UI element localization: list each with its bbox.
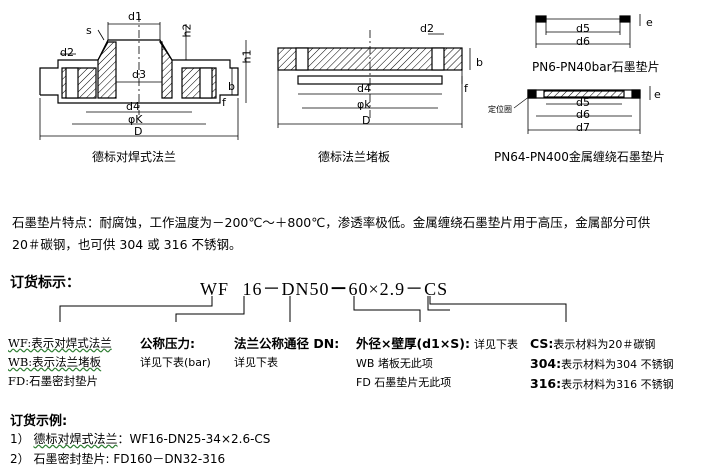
blind-label-d2: d2 xyxy=(420,22,434,35)
flange-label-s: s xyxy=(86,24,92,37)
legend-type-wb: WB:表示法兰堵板 xyxy=(8,355,102,369)
example-1-num: 1） xyxy=(10,432,30,446)
example-2-num: 2） xyxy=(10,452,30,466)
gasket400-label-d7: d7 xyxy=(576,121,590,134)
flange-label-d3: d3 xyxy=(132,68,146,81)
code-part-dn: DN50 xyxy=(281,279,330,299)
gasket400-label-locating: 定位圈 xyxy=(488,105,512,114)
blind-label-k: φk xyxy=(357,98,371,111)
code-part-wall: 2.9 xyxy=(379,279,406,299)
code-part-times: × xyxy=(368,279,380,299)
legend-type-fd: FD:石墨密封垫片 xyxy=(8,374,99,388)
code-part-dash-3: － xyxy=(405,279,425,299)
flange-caption: 德标对焊式法兰 xyxy=(92,150,177,164)
legend-dn-title: 法兰公称通径 DN: xyxy=(234,336,340,351)
flange-label-b: b xyxy=(228,80,235,93)
order-code-line: WF 16－DN50－60×2.9－CS xyxy=(200,275,448,301)
gasket40-label-e: e xyxy=(646,16,653,29)
code-part-type: WF xyxy=(200,279,229,299)
example-1: 1） 德标对焊式法兰：WF16-DN25-34×2.6-CS xyxy=(10,430,270,447)
flange-label-f: f xyxy=(222,96,226,109)
examples-heading: 订货示例: xyxy=(10,414,68,429)
example-2: 2） 石墨密封垫片: FD160－DN32-316 xyxy=(10,450,225,467)
legend-thickness-fd: FD 石墨垫片无此项 xyxy=(356,376,452,389)
code-part-dash-2: － xyxy=(329,279,349,299)
legend-thickness-title: 外径×壁厚(d1×S): xyxy=(356,336,471,351)
legend-material: CS:表示材料为20＃碳钢 304:表示材料为304 不锈钢 316:表示材料为… xyxy=(530,334,674,394)
order-code-heading: 订货标示： xyxy=(10,275,80,291)
legend-dn-note: 详见下表 xyxy=(234,356,278,369)
features-line-1: 石墨垫片特点：耐腐蚀，工作温度为－200℃～＋800℃，渗透率极低。金属缠绕石墨… xyxy=(12,215,651,230)
legend-pressure-title: 公称压力: xyxy=(140,336,195,351)
legend-dn: 法兰公称通径 DN: 详见下表 xyxy=(234,334,339,372)
gasket400-label-d5: d5 xyxy=(576,96,590,109)
legend-material-316: 316:表示材料为316 不锈钢 xyxy=(530,376,674,391)
features-line-2: 20＃碳钢，也可供 304 或 316 不锈钢。 xyxy=(12,237,242,252)
legend-type: WF:表示对焊式法兰 WB:表示法兰堵板 FD:石墨密封垫片 xyxy=(8,334,112,391)
blind-caption: 德标法兰堵板 xyxy=(318,150,391,164)
legend-material-cs: CS:表示材料为20＃碳钢 xyxy=(530,336,656,351)
flange-label-d1: d1 xyxy=(128,10,142,23)
example-2-code: : FD160－DN32-316 xyxy=(105,452,226,466)
flange-label-D: D xyxy=(134,125,143,138)
flange-label-k: φK xyxy=(128,113,143,126)
example-1-code: ：WF16-DN25-34×2.6-CS xyxy=(117,432,271,446)
blind-label-b: b xyxy=(476,56,483,69)
flange-label-d4: d4 xyxy=(126,100,140,113)
legend-pressure-note: 详见下表(bar) xyxy=(140,356,211,369)
flange-label-d2: d2 xyxy=(60,46,74,59)
example-1-name: 德标对焊式法兰 xyxy=(33,432,118,446)
legend-thickness-note: 详见下表 xyxy=(474,338,519,351)
code-part-dash-1: － xyxy=(262,279,282,299)
blind-label-d4: d4 xyxy=(357,82,371,95)
legend-type-wf: WF:表示对焊式法兰 xyxy=(8,336,112,350)
legend-thickness-wb: WB 堵板无此项 xyxy=(356,357,433,370)
code-part-material: CS xyxy=(424,279,449,299)
code-part-od: 60 xyxy=(348,279,369,299)
gasket400-label-d6: d6 xyxy=(576,108,590,121)
legend-thickness: 外径×壁厚(d1×S): 详见下表 WB 堵板无此项 FD 石墨垫片无此项 xyxy=(356,334,518,392)
legend-pressure: 公称压力: 详见下表(bar) xyxy=(140,334,211,372)
blind-label-D: D xyxy=(362,114,371,127)
gasket400-label-e: e xyxy=(654,88,661,101)
gasket-pn400-caption: PN64-PN400金属缠绕石墨垫片 xyxy=(494,150,665,164)
blind-label-f: f xyxy=(464,82,468,95)
example-2-name: 石墨密封垫片 xyxy=(33,452,106,466)
code-part-pressure: 16 xyxy=(242,279,263,299)
legend-material-304: 304:表示材料为304 不锈钢 xyxy=(530,356,674,371)
gasket-pn40-caption: PN6-PN40bar石墨垫片 xyxy=(532,60,660,74)
gasket40-label-d6: d6 xyxy=(576,35,590,48)
gasket40-label-d5: d5 xyxy=(576,22,590,35)
legend-thickness-row: 外径×壁厚(d1×S): 详见下表 xyxy=(356,334,518,354)
